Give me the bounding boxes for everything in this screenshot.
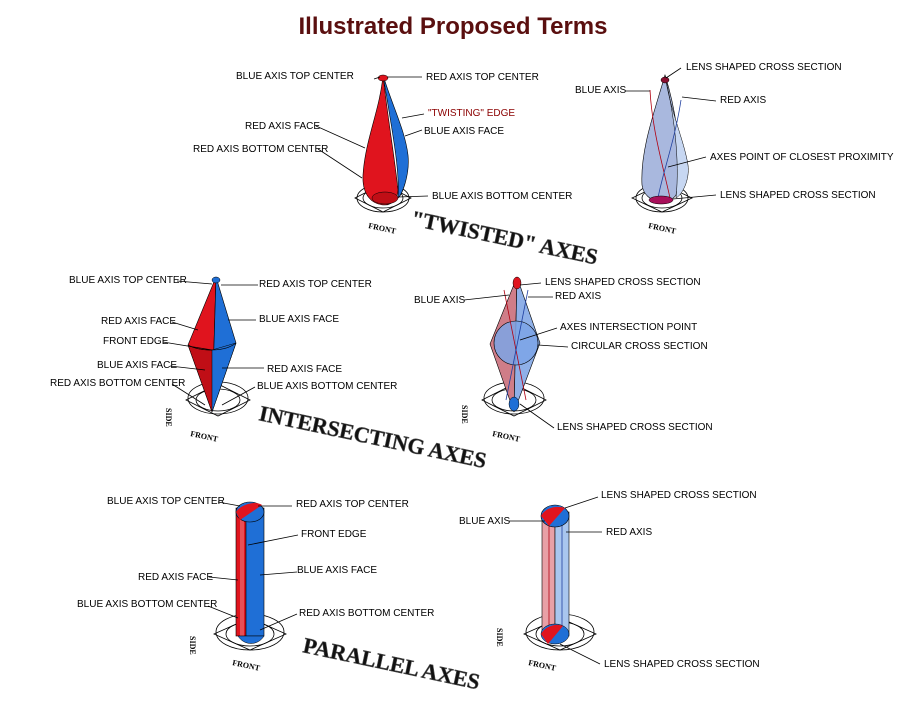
intersecting-transparent-leaders (463, 282, 569, 429)
section-intersecting-heading: INTERSECTING AXES (257, 400, 489, 473)
i-trans-blue-axis-label: BLUE AXIS (414, 295, 465, 306)
page-title: Illustrated Proposed Terms (299, 13, 608, 40)
i-trans-lens-top-label: LENS SHAPED CROSS SECTION (545, 277, 701, 288)
intersecting-solid-figure: FRONT SIDE (164, 276, 251, 444)
t-trans-closest-label: AXES POINT OF CLOSEST PROXIMITY (710, 152, 894, 163)
section-twisted-heading: "TWISTED" AXES (409, 205, 600, 269)
t-trans-lens-bottom-label: LENS SHAPED CROSS SECTION (720, 190, 876, 201)
twisted-transparent-leaders (625, 67, 717, 200)
section-parallel-heading: PARALLEL AXES (301, 632, 482, 694)
t-solid-blue-face-label: BLUE AXIS FACE (424, 126, 504, 137)
twisted-front-label: FRONT (368, 221, 398, 236)
i-solid-red-face-label-2: RED AXIS FACE (267, 364, 342, 375)
twisted-solid-figure: FRONT (354, 74, 412, 236)
i-solid-blue-top-label: BLUE AXIS TOP CENTER (69, 275, 187, 286)
t-solid-red-top-label: RED AXIS TOP CENTER (426, 72, 539, 83)
parallel-side-label: SIDE (188, 636, 197, 655)
i-solid-red-face-label: RED AXIS FACE (101, 316, 176, 327)
p-trans-lens-bottom-label: LENS SHAPED CROSS SECTION (604, 659, 760, 670)
p-solid-blue-bottom-label: BLUE AXIS BOTTOM CENTER (77, 599, 217, 610)
intersecting-solid-leaders (162, 280, 264, 406)
p-solid-front-edge-label: FRONT EDGE (301, 529, 367, 540)
p-solid-blue-top-label: BLUE AXIS TOP CENTER (107, 496, 225, 507)
parallel-side-label-2: SIDE (495, 628, 504, 647)
p-solid-blue-face-label: BLUE AXIS FACE (297, 565, 377, 576)
intersecting-side-label: SIDE (164, 408, 173, 427)
t-solid-blue-bottom-label: BLUE AXIS BOTTOM CENTER (432, 191, 572, 202)
t-trans-blue-axis-label: BLUE AXIS (575, 85, 626, 96)
intersecting-transparent-figure: FRONT SIDE (460, 276, 547, 444)
p-solid-red-top-label: RED AXIS TOP CENTER (296, 499, 409, 510)
twisted-solid-leaders (315, 76, 429, 198)
parallel-solid-leaders (207, 501, 299, 631)
twisted-transparent-figure: FRONT (631, 73, 693, 236)
p-trans-blue-axis-label: BLUE AXIS (459, 516, 510, 527)
i-trans-red-axis-label: RED AXIS (555, 291, 601, 302)
i-solid-blue-bottom-label: BLUE AXIS BOTTOM CENTER (257, 381, 397, 392)
intersecting-front-label-2: FRONT (492, 429, 522, 444)
t-solid-twisting-edge-label: "TWISTING" EDGE (428, 108, 515, 119)
parallel-front-label-2: FRONT (528, 658, 558, 673)
intersecting-side-label-2: SIDE (460, 405, 469, 424)
p-trans-lens-top-label: LENS SHAPED CROSS SECTION (601, 490, 757, 501)
i-solid-front-edge-label: FRONT EDGE (103, 336, 169, 347)
intersecting-front-label: FRONT (190, 429, 220, 444)
i-trans-circular-label: CIRCULAR CROSS SECTION (571, 341, 708, 352)
parallel-transparent-figure: FRONT SIDE (495, 504, 597, 673)
i-solid-blue-face-label-2: BLUE AXIS FACE (97, 360, 177, 371)
twisted-front-label-2: FRONT (648, 221, 678, 236)
t-trans-red-axis-label: RED AXIS (720, 95, 766, 106)
i-solid-blue-face-label: BLUE AXIS FACE (259, 314, 339, 325)
i-trans-intersection-label: AXES INTERSECTION POINT (560, 322, 697, 333)
parallel-transparent-leaders (509, 496, 602, 665)
p-solid-red-bottom-label: RED AXIS BOTTOM CENTER (299, 608, 434, 619)
p-solid-red-face-label: RED AXIS FACE (138, 572, 213, 583)
t-solid-blue-top-label: BLUE AXIS TOP CENTER (236, 71, 354, 82)
t-trans-lens-top-label: LENS SHAPED CROSS SECTION (686, 62, 842, 73)
p-trans-red-axis-label: RED AXIS (606, 527, 652, 538)
i-solid-red-top-label: RED AXIS TOP CENTER (259, 279, 372, 290)
t-solid-red-face-label: RED AXIS FACE (245, 121, 320, 132)
i-solid-red-bottom-label: RED AXIS BOTTOM CENTER (50, 378, 185, 389)
parallel-solid-figure: FRONT SIDE (188, 501, 287, 673)
i-trans-lens-bottom-label: LENS SHAPED CROSS SECTION (557, 422, 713, 433)
t-solid-red-bottom-label: RED AXIS BOTTOM CENTER (193, 144, 328, 155)
parallel-front-label: FRONT (232, 658, 262, 673)
